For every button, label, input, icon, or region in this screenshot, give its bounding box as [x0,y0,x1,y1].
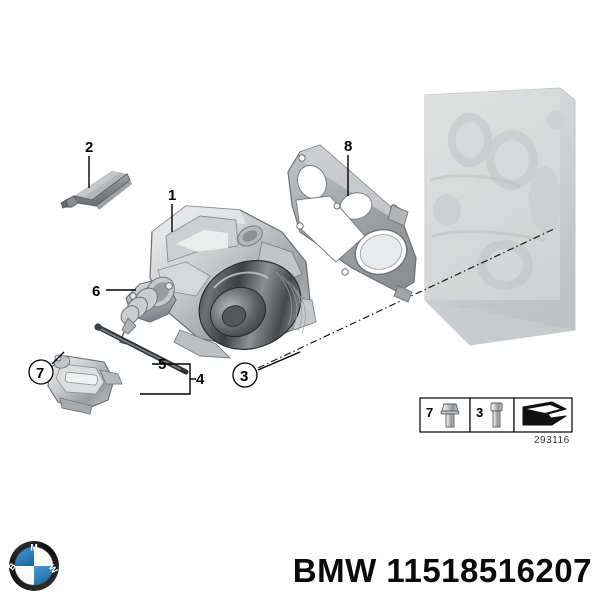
legend-code: 293116 [534,435,570,446]
callout-6: 6 [92,283,100,300]
legend-label-7: 7 [426,405,433,420]
callout-3-circle [232,362,258,388]
callout-5: 5 [158,356,166,373]
callout-3: 3 [240,368,248,385]
callout-2: 2 [85,139,93,156]
gasket-plate [287,144,417,303]
legend-box: 7 3 293116 [419,397,573,446]
callout-1: 1 [168,187,176,204]
legend-label-3: 3 [476,405,483,420]
auxiliary-water-pump [47,354,123,415]
callout-leaders [51,155,349,395]
svg-text:M: M [30,542,37,552]
flange-head-bolt-icon [440,403,460,428]
callout-7-circle [28,359,54,385]
part-number-title: BMW 11518516207 [292,552,592,589]
callout-4: 4 [196,371,205,388]
thermostat [119,276,177,345]
bent-arrow-icon [522,401,567,426]
callout-labels: 2 1 8 6 5 4 3 7 [28,138,352,388]
sealant-tube [60,171,132,210]
callout-8: 8 [344,138,352,155]
stud-pin [94,323,189,375]
callout-7: 7 [36,365,44,382]
water-pump-housing [149,205,317,359]
pump-pulley [198,260,306,350]
bmw-logo: B M W [8,541,60,591]
svg-text:B: B [8,561,18,572]
engine-block-ghost [424,87,576,346]
hex-head-bolt-icon [490,402,503,428]
